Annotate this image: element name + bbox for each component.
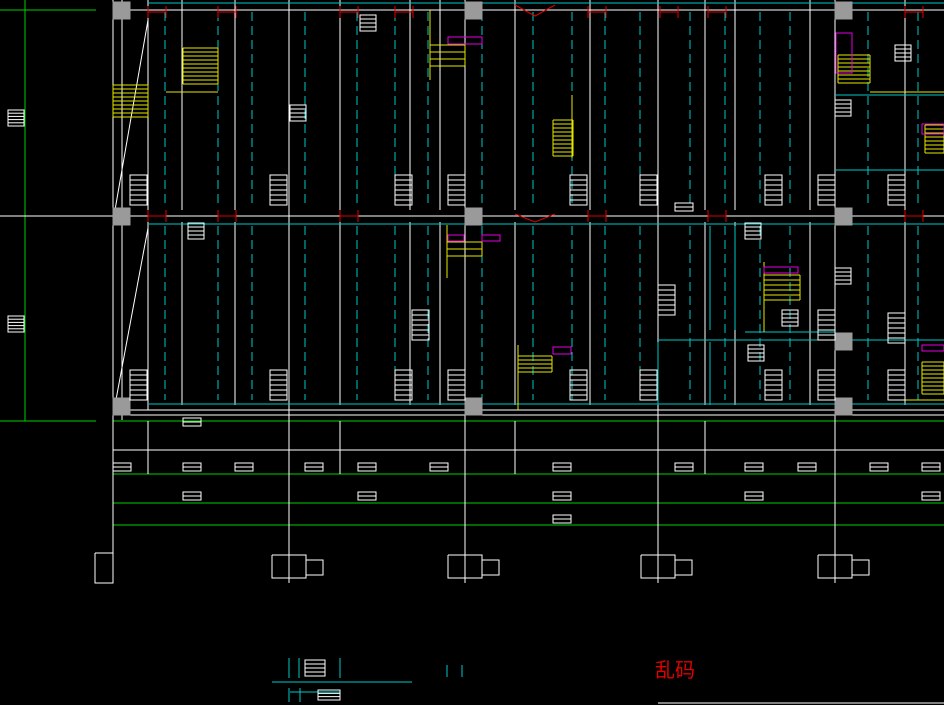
red-door-marks	[147, 4, 924, 223]
footing	[675, 559, 693, 576]
window-symbol	[7, 109, 25, 127]
magenta-block	[921, 344, 944, 352]
magenta-block	[447, 36, 483, 45]
yellow-stair-blocks	[112, 10, 944, 410]
window-symbols	[7, 14, 941, 701]
window-symbol	[7, 315, 25, 333]
diagonal-line	[114, 19, 149, 211]
column-marker	[112, 397, 131, 416]
footing	[817, 554, 853, 579]
magenta-block	[447, 234, 465, 242]
cyan-beam-lines	[148, 2, 944, 704]
magenta-block	[763, 266, 799, 274]
magenta-block	[835, 32, 853, 74]
white-wall-lines	[0, 0, 944, 583]
magenta-block	[481, 234, 501, 242]
garbled-text-label[interactable]: 乱码	[655, 658, 695, 682]
grey-column-markers	[112, 1, 853, 416]
foundation-footings	[94, 552, 870, 584]
magenta-block	[552, 346, 572, 355]
column-marker	[834, 332, 853, 351]
column-marker	[112, 1, 131, 20]
diagonal-line	[114, 227, 149, 406]
column-marker	[464, 397, 483, 416]
magenta-block	[921, 123, 944, 135]
door-mark	[514, 213, 556, 223]
window-symbol	[317, 689, 341, 701]
column-marker	[464, 1, 483, 20]
column-marker	[112, 207, 131, 226]
column-marker	[834, 1, 853, 20]
column-marker	[464, 207, 483, 226]
magenta-blocks	[447, 32, 944, 355]
footing	[852, 559, 870, 576]
footing	[482, 559, 500, 576]
footing	[640, 554, 676, 579]
footing	[447, 554, 483, 579]
column-marker	[834, 207, 853, 226]
footing	[94, 552, 114, 584]
footing	[271, 554, 307, 579]
column-marker	[834, 397, 853, 416]
footing	[306, 559, 324, 576]
door-mark	[514, 4, 556, 17]
